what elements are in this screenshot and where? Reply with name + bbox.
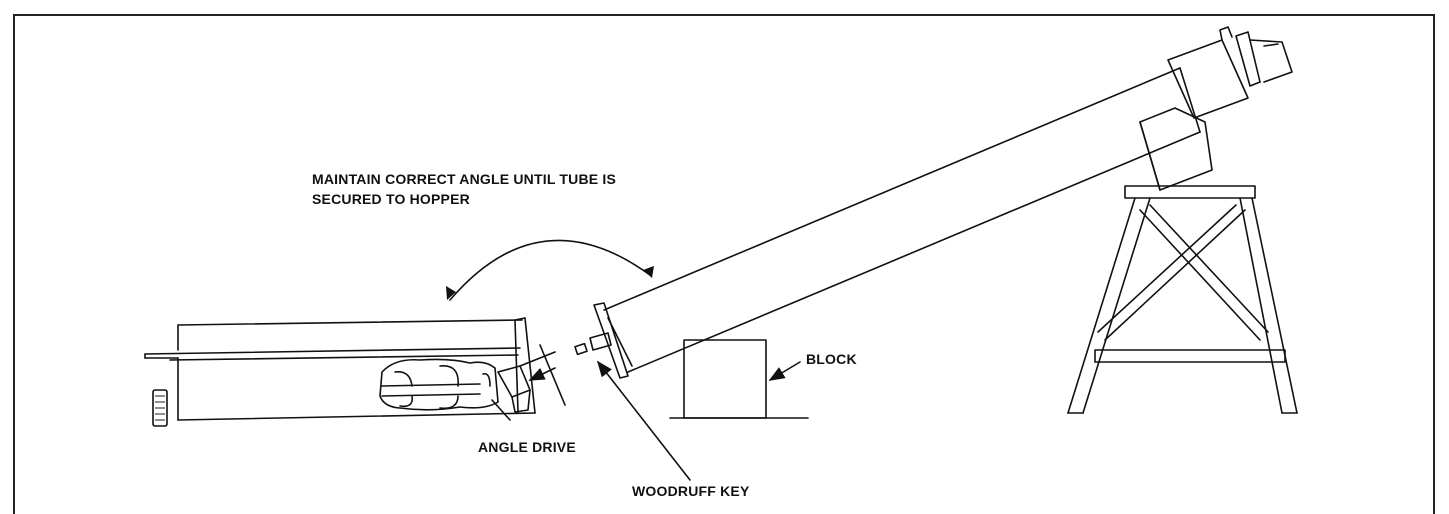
angle-drive-label: ANGLE DRIVE	[478, 439, 576, 455]
woodruff-key-pointer	[597, 360, 691, 481]
rotation-arrow	[446, 239, 654, 301]
figure-frame	[13, 14, 1435, 514]
woodruff-key-shape	[574, 342, 588, 356]
woodruff-key-label: WOODRUFF KEY	[632, 483, 750, 499]
auger-flighting-cutaway	[379, 358, 499, 411]
block	[669, 339, 809, 419]
instruction-text-line1: MAINTAIN CORRECT ANGLE UNTIL TUBE IS	[312, 171, 616, 187]
wheel	[152, 389, 168, 427]
auger-tube	[603, 67, 1201, 373]
instruction-text-line2: SECURED TO HOPPER	[312, 191, 470, 207]
tube-head	[1167, 26, 1293, 119]
alignment-arrow	[528, 367, 556, 381]
tube-flange	[574, 302, 629, 379]
block-pointer	[768, 361, 801, 381]
stand-collar	[1139, 107, 1213, 191]
angle-drive	[497, 344, 566, 413]
sawhorse-stand	[1067, 185, 1298, 414]
hopper	[144, 317, 536, 427]
block-label: BLOCK	[806, 351, 857, 367]
angle-drive-pointer	[491, 399, 511, 421]
